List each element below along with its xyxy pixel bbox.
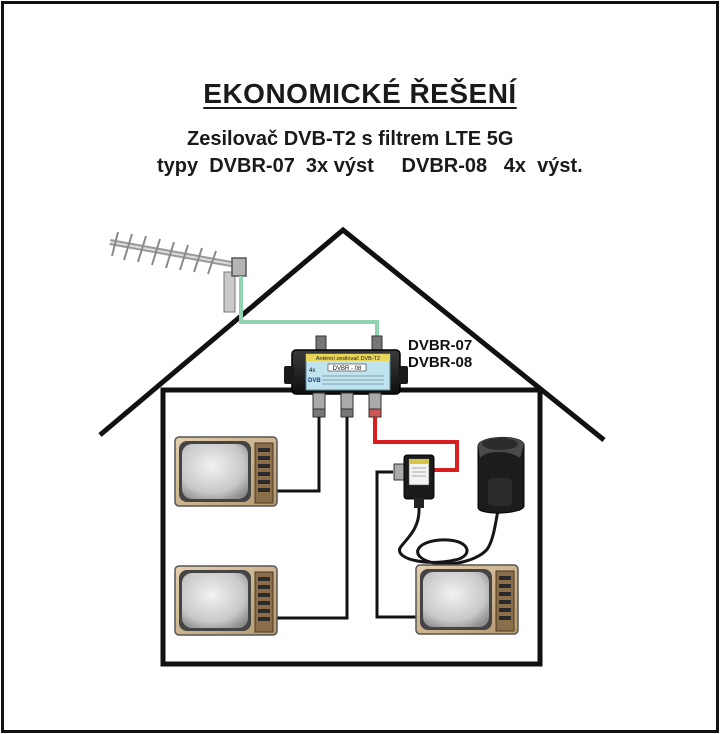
cable-tv-2 [275,417,349,620]
amplifier-panel-header: Anténní zesilovač DVB-T2 [316,356,380,362]
amplifier-icon: Anténní zesilovač DVB-T2 DVBR - 08 4x DV… [284,335,408,418]
subtitle-line-2: typy DVBR-07 3x výst DVBR-08 4x výst. [157,155,583,177]
power-cable [373,417,459,472]
tv-icon [174,436,278,507]
amplifier-model-label: DVBR-08 [408,354,473,371]
house-roof [98,226,606,442]
amplifier-panel-model: DVBR - 08 [333,366,362,372]
cable-tv-3 [375,470,416,619]
house-wall-left [160,387,543,667]
antenna-icon [109,231,247,313]
amplifier-model-label: DVBR-07 [408,337,473,354]
subtitle-line-1: Zesilovač DVB-T2 s filtrem LTE 5G [187,128,514,150]
diagram-title: EKONOMICKÉ ŘEŠENÍ [203,78,517,109]
adapter-cord [398,507,500,566]
antenna-cable [239,276,379,340]
cable-tv-1 [275,417,321,493]
tv-icon [174,565,278,636]
amplifier-panel-corner: 4x [309,368,315,374]
amplifier-panel-brand: DVB [308,378,321,384]
tv-icon [415,564,519,635]
power-inserter-icon [393,454,435,508]
power-adapter-icon [477,437,525,514]
